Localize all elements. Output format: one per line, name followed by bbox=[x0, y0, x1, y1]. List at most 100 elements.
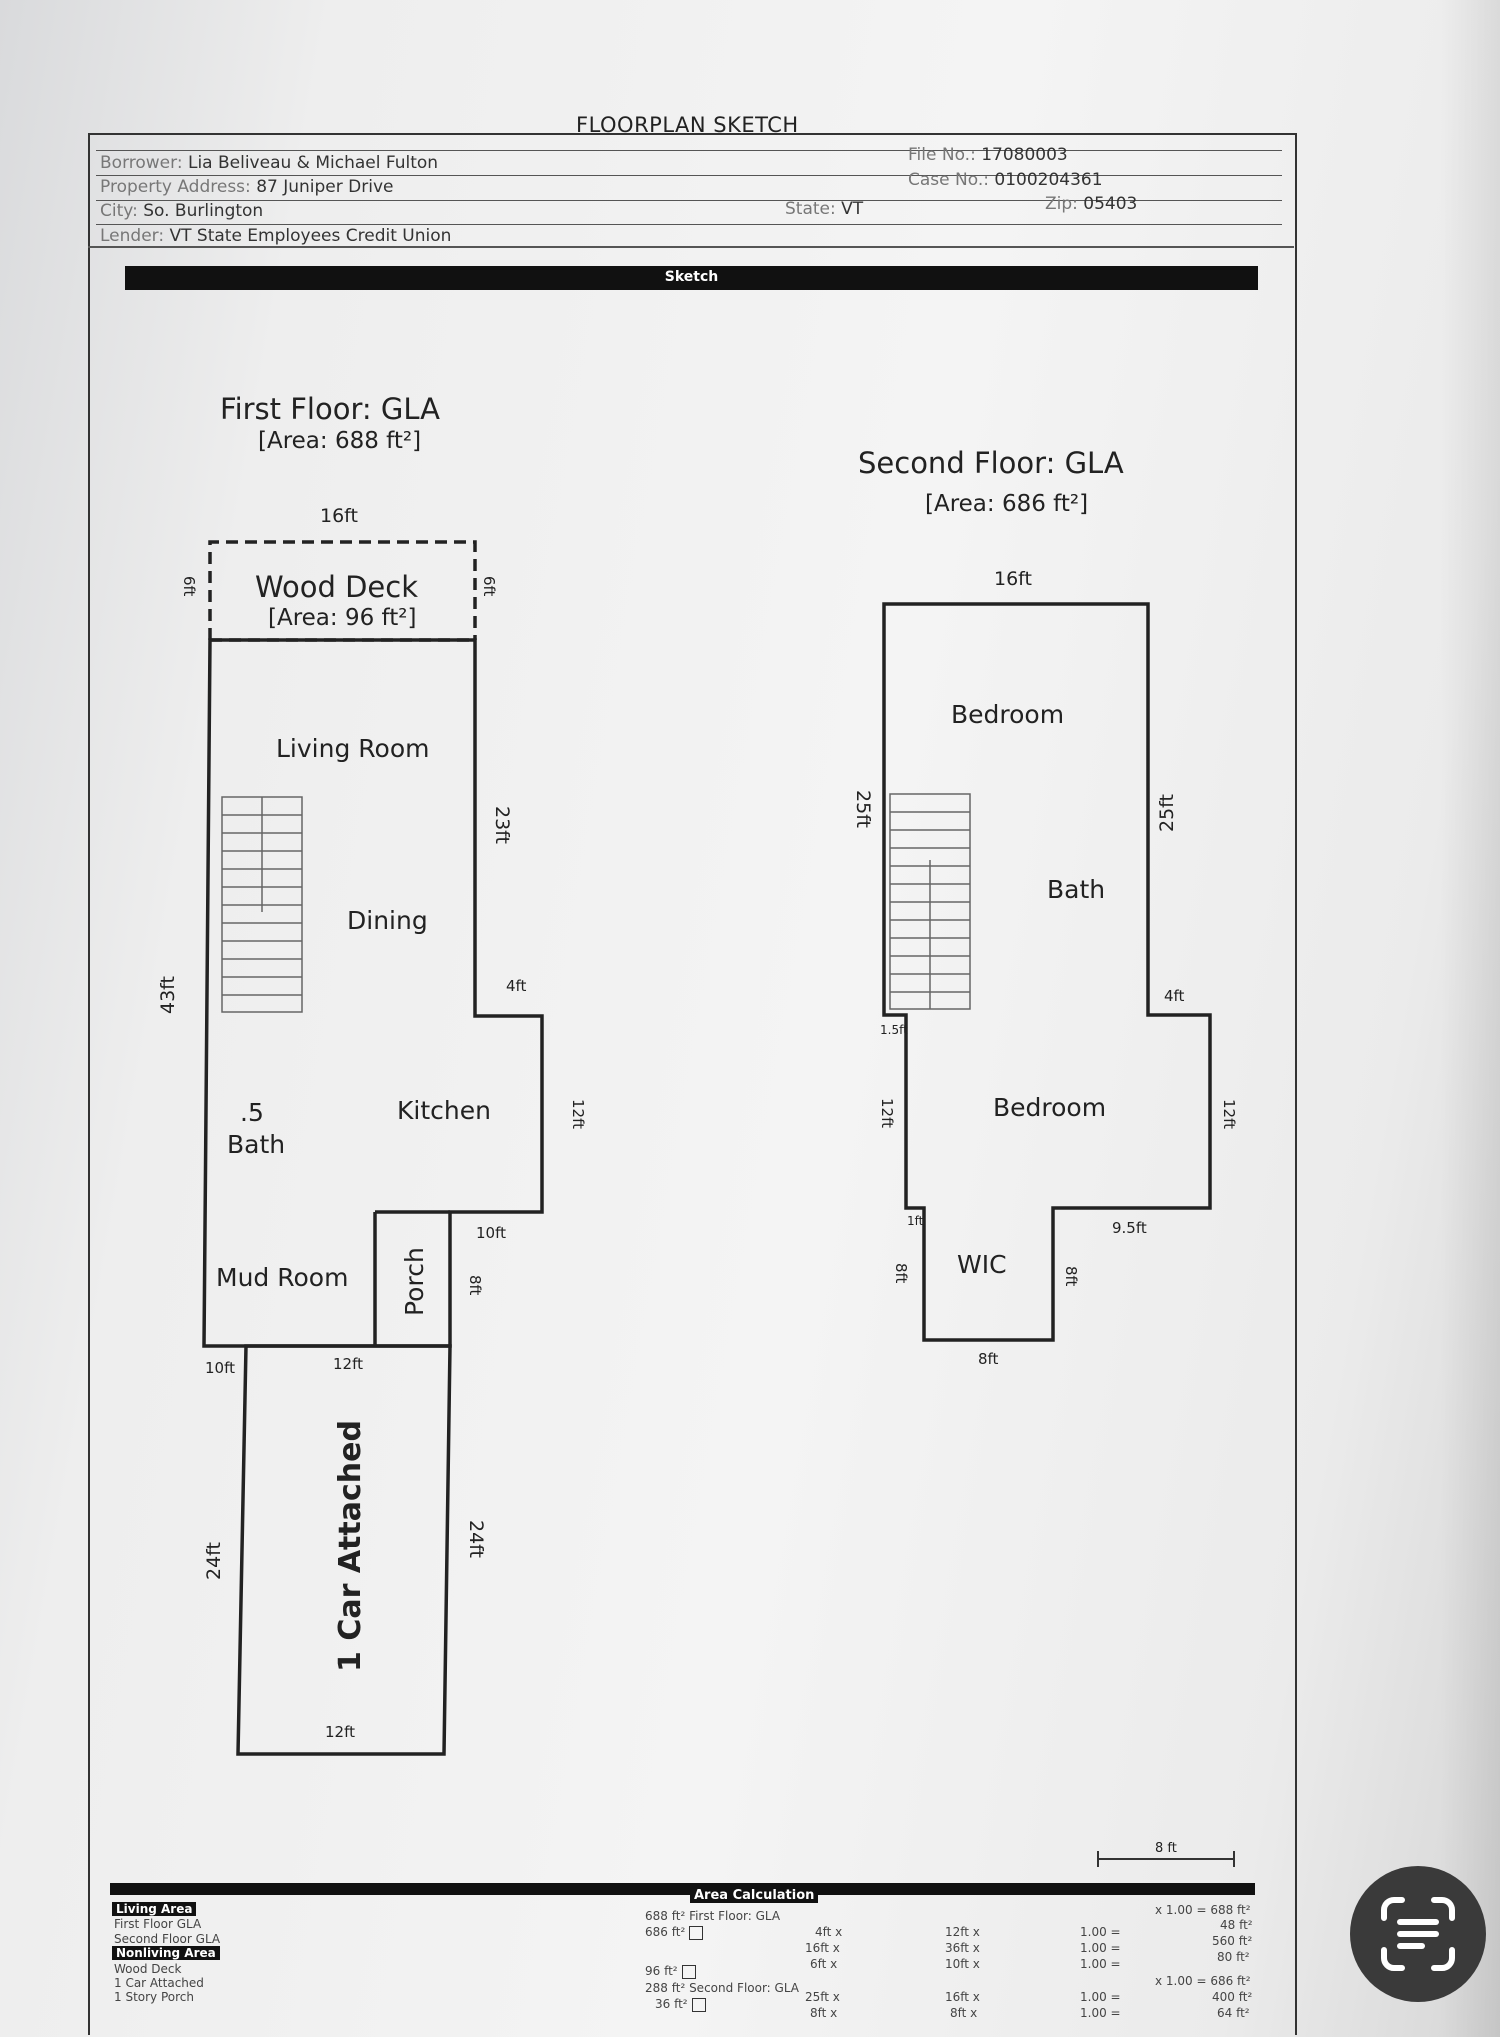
mud-room-label: Mud Room bbox=[216, 1263, 349, 1292]
left-item: 1 Car Attached bbox=[114, 1976, 204, 1990]
zip-label: Zip: bbox=[1045, 194, 1078, 214]
dim-ff-deck-right: 6ft bbox=[480, 576, 498, 597]
zip-field: Zip: 05403 bbox=[1045, 194, 1137, 214]
calc-col-a: 16ft x bbox=[805, 1941, 840, 1955]
dim-ff-porch-side: 8ft bbox=[466, 1275, 484, 1296]
dim-ff-top: 16ft bbox=[320, 505, 358, 527]
first-floor-area: [Area: 688 ft²] bbox=[258, 428, 422, 454]
dim-sf-step-left: 1.5ft bbox=[880, 1023, 908, 1037]
calc-col-b: 12ft x bbox=[945, 1925, 980, 1939]
calc-col-b: 16ft x bbox=[945, 1990, 980, 2004]
sketch-frame bbox=[88, 133, 1297, 2035]
mid-item-text: 686 ft² bbox=[645, 1925, 686, 1939]
header-rule bbox=[88, 246, 1294, 248]
calc-col-c: 1.00 = bbox=[1080, 1941, 1121, 1955]
calc-col-b: 36ft x bbox=[945, 1941, 980, 1955]
lender-value: VT State Employees Credit Union bbox=[169, 226, 452, 246]
lender-label: Lender: bbox=[100, 226, 165, 246]
scan-text-icon bbox=[1381, 1897, 1455, 1971]
city-label: City: bbox=[100, 201, 138, 221]
left-item: First Floor GLA bbox=[114, 1917, 202, 1931]
left-item: 1 Story Porch bbox=[114, 1990, 194, 2004]
file-field: File No.: 17080003 bbox=[908, 145, 1068, 165]
half-bath-label: Bath bbox=[227, 1130, 286, 1159]
calc-col-d: 400 ft² bbox=[1212, 1990, 1253, 2004]
wood-deck-area: [Area: 96 ft²] bbox=[268, 605, 417, 631]
second-floor-area: [Area: 686 ft²] bbox=[925, 491, 1089, 517]
sketch-section-bar: Sketch bbox=[125, 266, 1258, 290]
area-calculation-table: Area Calculation Living Area First Floor… bbox=[110, 1880, 1255, 2037]
garage-label: 1 Car Attached bbox=[333, 1420, 368, 1672]
wic-label: WIC bbox=[957, 1250, 1007, 1279]
dim-sf-right-step: 9.5ft bbox=[1112, 1219, 1147, 1237]
header-rule bbox=[96, 224, 1282, 225]
left-item: Second Floor GLA bbox=[114, 1932, 221, 1946]
city-field: City: So. Burlington bbox=[100, 201, 263, 221]
calc-col-c: 1.00 = bbox=[1080, 2006, 1121, 2020]
dim-sf-wic-left: 8ft bbox=[892, 1263, 910, 1284]
bedroom-bottom-label: Bedroom bbox=[993, 1093, 1107, 1122]
state-field: State: VT bbox=[785, 199, 863, 219]
calc-col-a: 6ft x bbox=[810, 1957, 838, 1971]
checkbox bbox=[691, 1997, 706, 2012]
state-label: State: bbox=[785, 199, 836, 219]
address-label: Property Address: bbox=[100, 177, 251, 197]
calc-col-c: 1.00 = bbox=[1080, 1957, 1121, 1971]
half-bath-label-number: .5 bbox=[240, 1098, 264, 1127]
living-area-header: Living Area bbox=[112, 1902, 197, 1916]
dim-ff-garage-right: 24ft bbox=[465, 1520, 487, 1558]
dim-ff-garage-left: 24ft bbox=[203, 1542, 225, 1580]
porch-label: Porch bbox=[400, 1247, 429, 1316]
dim-sf-top: 16ft bbox=[994, 568, 1032, 590]
borrower-field: Borrower: Lia Beliveau & Michael Fulton bbox=[100, 153, 438, 173]
dim-ff-garage-bottom: 12ft bbox=[325, 1723, 355, 1741]
dim-sf-wic-right: 8ft bbox=[1062, 1266, 1080, 1287]
second-floor-stairs bbox=[889, 793, 971, 1010]
mid-item: 288 ft² Second Floor: GLA bbox=[645, 1981, 800, 1995]
header-rule bbox=[96, 150, 1282, 151]
checkbox bbox=[689, 1925, 704, 1940]
mid-item-text: 96 ft² bbox=[645, 1964, 678, 1978]
calc-col-a: 4ft x bbox=[815, 1925, 843, 1939]
dim-ff-right-upper: 23ft bbox=[491, 806, 513, 844]
header-rule bbox=[96, 175, 1282, 176]
dim-sf-right-mid: 12ft bbox=[1220, 1099, 1238, 1129]
calc-col-d: x 1.00 = 688 ft² bbox=[1155, 1903, 1251, 1917]
wood-deck-label: Wood Deck bbox=[255, 570, 418, 604]
file-value: 17080003 bbox=[981, 145, 1068, 165]
kitchen-label: Kitchen bbox=[397, 1096, 491, 1125]
bath-label: Bath bbox=[1047, 875, 1106, 904]
dim-sf-wic-step: 1ft bbox=[907, 1214, 924, 1228]
calc-col-d: 560 ft² bbox=[1212, 1934, 1253, 1948]
scale-bar bbox=[1097, 1851, 1235, 1867]
mid-item: 688 ft² First Floor: GLA bbox=[645, 1909, 781, 1923]
zip-value: 05403 bbox=[1083, 194, 1138, 214]
dim-ff-kitchen-right: 12ft bbox=[569, 1099, 587, 1129]
calc-col-a: 8ft x bbox=[810, 2006, 838, 2020]
dining-label: Dining bbox=[347, 906, 428, 935]
dim-sf-right-upper: 25ft bbox=[1156, 794, 1178, 832]
dim-sf-left-mid: 12ft bbox=[878, 1098, 896, 1128]
checkbox bbox=[681, 1964, 696, 1979]
address-field: Property Address: 87 Juniper Drive bbox=[100, 177, 393, 197]
dim-sf-wic-bottom: 8ft bbox=[978, 1350, 999, 1368]
dim-ff-garage-top: 12ft bbox=[333, 1355, 363, 1373]
borrower-label: Borrower: bbox=[100, 153, 183, 173]
mid-item: 36 ft² bbox=[655, 1997, 706, 2012]
garage-outline bbox=[236, 1344, 452, 1756]
calc-col-b: 10ft x bbox=[945, 1957, 980, 1971]
second-floor-outline bbox=[882, 602, 1212, 1342]
dim-sf-left-upper: 25ft bbox=[852, 790, 874, 828]
first-floor-title: First Floor: GLA bbox=[220, 392, 441, 426]
file-label: File No.: bbox=[908, 145, 976, 165]
living-room-label: Living Room bbox=[276, 734, 430, 763]
dim-ff-step-right: 4ft bbox=[506, 977, 527, 995]
calc-col-d: x 1.00 = 686 ft² bbox=[1155, 1974, 1251, 1988]
left-item: Wood Deck bbox=[114, 1962, 182, 1976]
dim-ff-garage-left-top: 10ft bbox=[205, 1359, 235, 1377]
scan-text-button[interactable] bbox=[1350, 1866, 1486, 2002]
mid-item: 96 ft² bbox=[645, 1964, 696, 1979]
header-rule bbox=[96, 200, 1282, 201]
